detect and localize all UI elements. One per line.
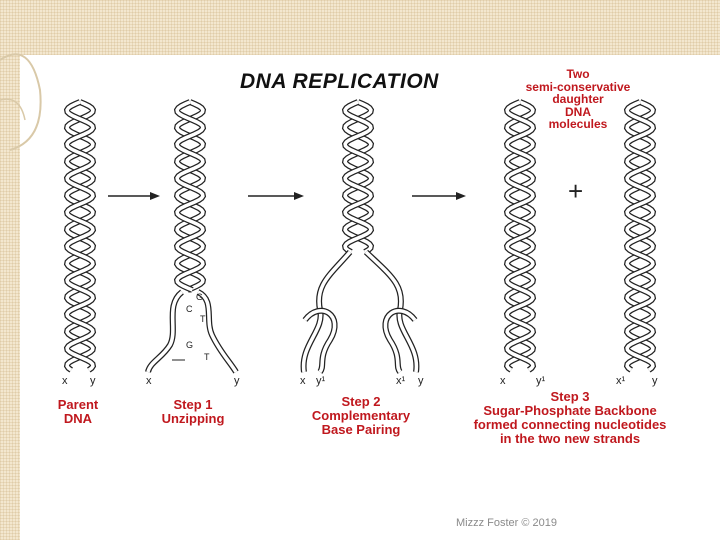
parent-end-x: x <box>62 375 68 387</box>
diagram-title: DNA REPLICATION <box>240 70 439 93</box>
top-texture-border <box>0 0 720 55</box>
step3-end-y: y <box>652 375 658 387</box>
base-t-2: T <box>204 352 210 362</box>
daughter-helix-right <box>623 99 657 373</box>
step2-label: Step 2 Complementary Base Pairing <box>311 394 411 437</box>
arrow-2-head <box>294 192 304 200</box>
step2-end-x1: x¹ <box>396 375 406 387</box>
footer-credit: Mizzz Foster © 2019 <box>456 517 558 529</box>
daughter-helix-left <box>503 99 537 373</box>
daughter-molecules-label: Two semi-conservative daughter DNA molec… <box>525 67 631 131</box>
step3-end-y1: y¹ <box>536 375 546 387</box>
step1-strand-left-core <box>146 290 184 373</box>
step2-helix <box>341 99 375 255</box>
step1-label: Step 1 Unzipping <box>161 397 225 426</box>
step2-end-y: y <box>418 375 424 387</box>
step2-new-strand-right-core <box>383 309 417 374</box>
step1-helix <box>173 99 207 293</box>
step1-strand-right-core <box>197 290 238 373</box>
step2-end-y1: y¹ <box>316 375 326 387</box>
parent-dna-label: Parent DNA <box>57 397 99 426</box>
slide-panel <box>20 55 720 540</box>
arrow-1-head <box>150 192 160 200</box>
page-curl-decoration <box>0 53 42 151</box>
parent-end-y: y <box>90 375 96 387</box>
base-g-2: G <box>186 340 194 350</box>
step3-end-x: x <box>500 375 506 387</box>
parent-dna-helix <box>63 99 97 373</box>
step2-end-x: x <box>300 375 306 387</box>
step2-new-strand-left-core <box>303 309 337 374</box>
step3-end-x1: x¹ <box>616 375 626 387</box>
step1-end-y: y <box>234 375 240 387</box>
base-t-1: T <box>200 314 206 324</box>
base-g-1: G <box>196 292 204 302</box>
plus-sign: + <box>568 176 584 206</box>
step3-label: Step 3 Sugar-Phosphate Backbone formed c… <box>473 389 667 446</box>
arrow-3-head <box>456 192 466 200</box>
base-c-1: C <box>186 304 193 314</box>
step1-end-x: x <box>146 375 152 387</box>
